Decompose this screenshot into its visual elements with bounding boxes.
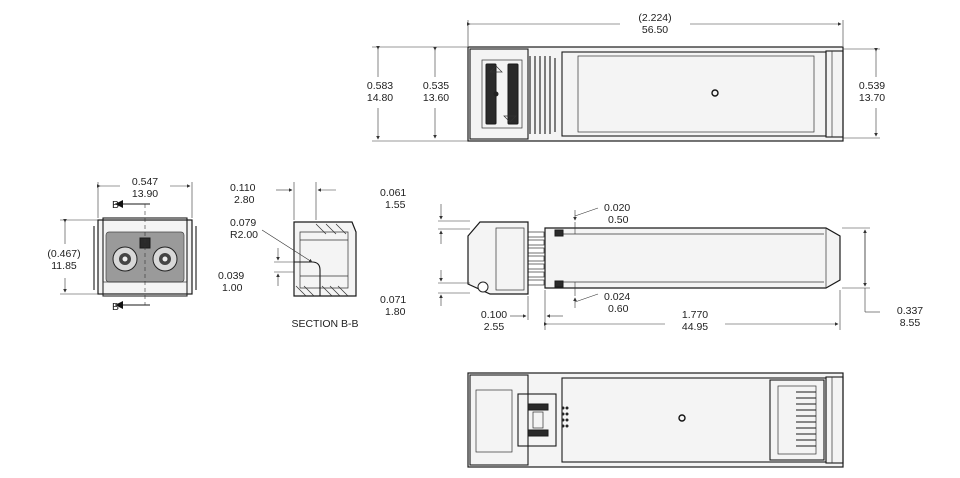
dim-side-tab-bottom-mm: 0.60 xyxy=(608,303,629,315)
dim-end-width-mm: 13.90 xyxy=(132,188,158,200)
section-view xyxy=(261,182,357,297)
dim-section-step-in: 0.039 xyxy=(218,270,244,282)
dim-end-width-in: 0.547 xyxy=(132,176,158,188)
dim-section-step-mm: 1.00 xyxy=(222,282,243,294)
dim-side-bottom-offset-in: 0.071 xyxy=(380,294,406,306)
top-ribs xyxy=(529,56,556,134)
dim-top-inner-height-in: 0.535 xyxy=(423,80,449,92)
side-ribs xyxy=(527,231,545,286)
dim-top-right-height-mm: 13.70 xyxy=(859,92,885,104)
dim-side-bottom-offset-mm: 1.80 xyxy=(385,306,406,318)
top-view xyxy=(372,20,880,142)
section-marker-bottom: B xyxy=(112,301,119,313)
dim-side-latch-mm: 2.55 xyxy=(484,321,505,333)
section-label: SECTION B-B xyxy=(291,318,358,330)
bottom-view xyxy=(467,372,844,468)
edge-connector xyxy=(796,391,816,447)
dim-overall-length-mm: 56.50 xyxy=(642,24,668,36)
dim-section-radius-mm: R2.00 xyxy=(230,229,258,241)
end-view xyxy=(60,182,197,309)
section-marker-top: B xyxy=(112,199,119,211)
dim-side-body-length-mm: 44.95 xyxy=(682,321,708,333)
dim-side-tab-top-mm: 0.50 xyxy=(608,214,629,226)
dim-overall-length-in: (2.224) xyxy=(638,12,671,24)
dim-side-body-length-in: 1.770 xyxy=(682,309,708,321)
section-hatch xyxy=(295,223,349,297)
dim-side-top-offset-mm: 1.55 xyxy=(385,199,406,211)
dim-section-depth-mm: 2.80 xyxy=(234,194,255,206)
dim-side-height-in: 0.337 xyxy=(897,305,923,317)
dim-section-depth-in: 0.110 xyxy=(230,182,256,194)
side-view xyxy=(438,204,880,330)
dim-section-radius-in: 0.079 xyxy=(230,217,256,229)
dim-end-height-in: (0.467) xyxy=(47,248,80,260)
bottom-pins xyxy=(561,406,569,428)
dim-top-left-height-mm: 14.80 xyxy=(367,92,393,104)
dim-top-inner-height-mm: 13.60 xyxy=(423,92,449,104)
dim-side-height-mm: 8.55 xyxy=(900,317,921,329)
dim-side-latch-in: 0.100 xyxy=(481,309,507,321)
dim-top-left-height-in: 0.583 xyxy=(367,80,393,92)
dimension-labels: (2.224) 56.50 0.583 14.80 0.535 13.60 0.… xyxy=(47,12,923,333)
dim-side-tab-bottom-in: 0.024 xyxy=(604,291,630,303)
dim-top-right-height-in: 0.539 xyxy=(859,80,885,92)
dim-end-height-mm: 11.85 xyxy=(51,260,77,272)
dim-side-top-offset-in: 0.061 xyxy=(380,187,406,199)
dim-side-tab-top-in: 0.020 xyxy=(604,202,630,214)
